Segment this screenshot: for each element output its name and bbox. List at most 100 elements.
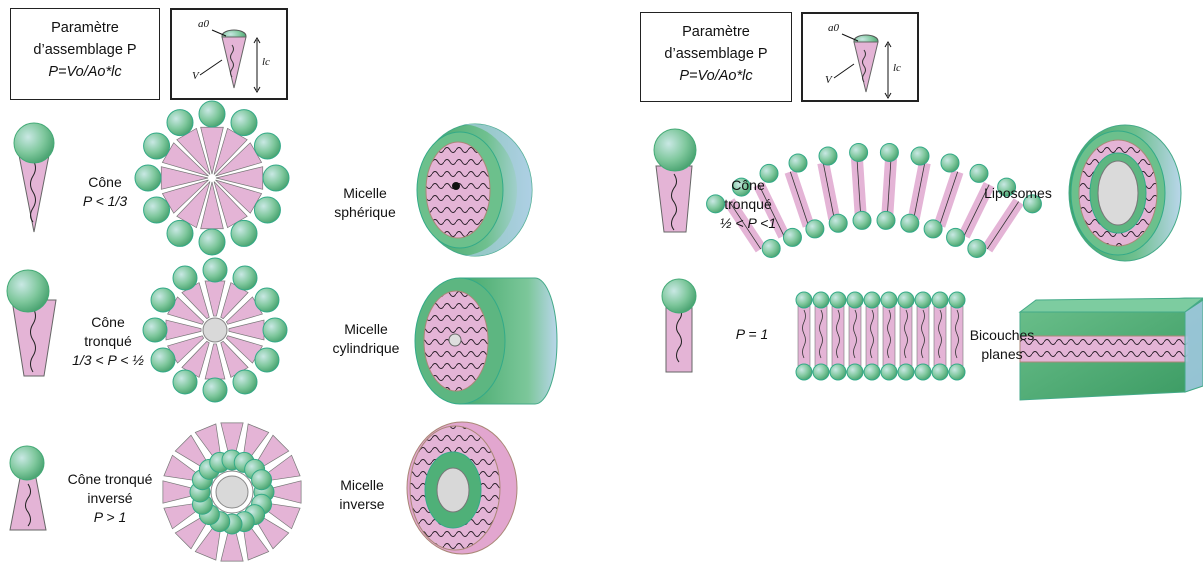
lipid-tail	[849, 306, 861, 366]
lipid-head-inner	[829, 214, 847, 232]
v-label-left: V	[192, 70, 199, 82]
lipid-head	[255, 348, 279, 372]
lipid-head-top	[949, 292, 965, 308]
lipid-tail-line	[987, 202, 1018, 250]
lipid-head	[203, 378, 227, 402]
lipid-head-outer	[880, 143, 898, 161]
lipid-head	[199, 229, 225, 255]
molecule-truncated-cone-right	[654, 129, 696, 232]
row1-structure-line2: sphérique	[320, 203, 410, 222]
lipid-tail	[866, 306, 878, 366]
row2-condition: 1/3 < P < ½	[60, 351, 156, 370]
lipid-head	[233, 370, 257, 394]
row5-condition: P = 1	[722, 325, 782, 344]
row3-structure-line1: Micelle	[322, 476, 402, 495]
row2-structure-line2: cylindrique	[318, 339, 414, 358]
lipid-tail	[205, 281, 225, 316]
row2-shape-name: Cône	[60, 313, 156, 332]
lipid-head-bottom	[796, 364, 812, 380]
lipid-tail	[798, 306, 810, 366]
cone-diagram-right	[834, 34, 891, 98]
lipid-head-top	[932, 292, 948, 308]
lipid-head-bottom	[830, 364, 846, 380]
lipid-head-top	[881, 292, 897, 308]
lipid-tail	[815, 306, 827, 366]
lipid-head	[252, 470, 272, 490]
lipid-tail-line	[790, 172, 808, 226]
lipid-tail	[883, 306, 895, 366]
lipid-head-top	[898, 292, 914, 308]
lipid-head	[144, 197, 170, 223]
lipid-head	[263, 318, 287, 342]
row4-shape-label: Cône tronqué ½ < P <1	[708, 176, 788, 233]
lipid-head	[151, 288, 175, 312]
lipid-head-top	[915, 292, 931, 308]
lipid-head-top	[864, 292, 880, 308]
row5-structure-label: Bicouches planes	[962, 326, 1042, 364]
lipid-head-bottom	[813, 364, 829, 380]
lipid-head	[254, 197, 280, 223]
inverse-micelle-3d	[407, 422, 517, 554]
bilayer-2d	[796, 292, 965, 380]
lipid-head-top	[796, 292, 812, 308]
row1-structure-label: Micelle sphérique	[320, 184, 410, 222]
cylindrical-micelle-2d	[143, 258, 287, 402]
row5-structure-line2: planes	[962, 345, 1042, 364]
row5-shape-label: P = 1	[722, 325, 782, 344]
row4-condition: ½ < P <1	[708, 214, 788, 233]
row1-shape-label: Cône P < 1/3	[70, 173, 140, 211]
lipid-head-outer	[850, 143, 868, 161]
row2-structure-line1: Micelle	[318, 320, 414, 339]
lc-label-right: lc	[893, 62, 901, 74]
cone-diagram-left	[200, 30, 260, 92]
a0-label-right: a0	[828, 22, 839, 34]
lipid-head-top	[813, 292, 829, 308]
molecule-inverted-cone	[10, 446, 46, 530]
row3-structure-label: Micelle inverse	[322, 476, 402, 514]
lipid-head	[167, 110, 193, 136]
lipid-head-bottom	[864, 364, 880, 380]
lc-label-left: lc	[262, 56, 270, 68]
row2-structure-label: Micelle cylindrique	[318, 320, 414, 358]
row4-shape-name2: tronqué	[708, 195, 788, 214]
row3-structure-line2: inverse	[322, 495, 402, 514]
lipid-head	[254, 133, 280, 159]
row3-shape-name2: inversé	[52, 489, 168, 508]
lipid-head-inner	[924, 220, 942, 238]
lipid-head-inner	[947, 228, 965, 246]
row5-structure-line1: Bicouches	[962, 326, 1042, 345]
lipid-head	[255, 288, 279, 312]
lipid-tail	[166, 320, 201, 340]
lipid-head	[199, 101, 225, 127]
lipid-tail	[934, 306, 946, 366]
lipid-head-bottom	[915, 364, 931, 380]
lipid-head-inner	[968, 239, 986, 257]
lipid-head-top	[847, 292, 863, 308]
spherical-micelle-2d	[135, 101, 289, 255]
lipid-head-outer	[970, 164, 988, 182]
core	[203, 318, 227, 342]
lipid-head	[173, 266, 197, 290]
lipid-tail-line	[939, 172, 957, 226]
lipid-head	[231, 220, 257, 246]
liposome-3d	[1069, 125, 1181, 261]
lipid-tail	[900, 306, 912, 366]
a0-label-left: a0	[198, 18, 209, 30]
lipid-head-bottom	[847, 364, 863, 380]
lipid-head	[144, 133, 170, 159]
row3-shape-label: Cône tronqué inversé P > 1	[52, 470, 168, 527]
lipid-head	[173, 370, 197, 394]
row3-shape-name: Cône tronqué	[52, 470, 168, 489]
lipid-head-bottom	[898, 364, 914, 380]
lipid-tail	[229, 320, 264, 340]
lipid-head-outer	[941, 154, 959, 172]
lipid-head-top	[830, 292, 846, 308]
row4-structure-line1: Liposomes	[978, 184, 1058, 203]
lipid-head-bottom	[949, 364, 965, 380]
core	[216, 476, 248, 508]
row3-condition: P > 1	[52, 508, 168, 527]
lipid-head	[203, 258, 227, 282]
molecule-cone	[14, 123, 54, 232]
cylindrical-micelle-3d	[415, 278, 557, 404]
